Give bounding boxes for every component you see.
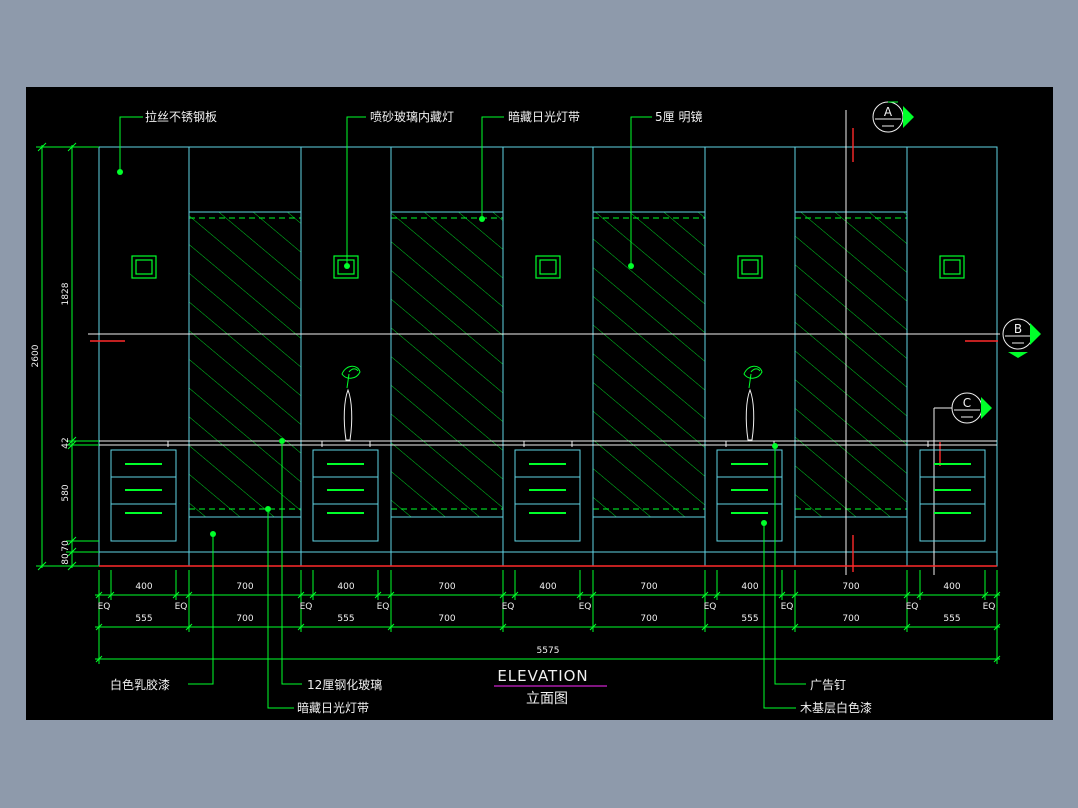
drawing-title: ELEVATION bbox=[497, 667, 588, 685]
dim-label: 400 bbox=[337, 582, 354, 592]
callout-wood-base-paint: 木基层白色漆 bbox=[800, 700, 872, 715]
callout-sandblast-glass: 喷砂玻璃内藏灯 bbox=[370, 110, 454, 124]
section-lines bbox=[88, 110, 1000, 575]
dim-eq: EQ bbox=[377, 602, 390, 612]
dim-label: 700 bbox=[236, 614, 253, 624]
vase-right bbox=[743, 365, 763, 441]
vertical-dim-labels: 2600 1828 42 580 70 80 bbox=[31, 282, 71, 564]
callout-leaders bbox=[119, 116, 806, 709]
dim-eq: EQ bbox=[98, 602, 111, 612]
cabinet bbox=[514, 449, 581, 542]
drawer-cabinets bbox=[110, 441, 986, 542]
dim-label: 555 bbox=[135, 614, 152, 624]
dim-eq: EQ bbox=[983, 602, 996, 612]
section-label-c: C bbox=[963, 396, 971, 410]
dim-total-width: 5575 bbox=[537, 646, 560, 656]
wall-outline bbox=[98, 146, 998, 567]
dim-upper-height: 1828 bbox=[61, 282, 71, 305]
callout-hidden-light-bottom: 暗藏日光灯带 bbox=[297, 700, 369, 715]
red-marks bbox=[90, 128, 998, 572]
dim-cabinet-height: 580 bbox=[61, 484, 71, 501]
callout-latex-paint: 白色乳胶漆 bbox=[110, 677, 170, 692]
dim-eq: EQ bbox=[906, 602, 919, 612]
elevation-drawing: 拉丝不锈钢板 喷砂玻璃内藏灯 暗藏日光灯带 5厘 明镜 白色乳胶漆 12厘钢化玻… bbox=[31, 101, 1041, 715]
glass-panel bbox=[391, 212, 503, 517]
recessed-lights bbox=[131, 255, 965, 279]
callout-labels: 拉丝不锈钢板 喷砂玻璃内藏灯 暗藏日光灯带 5厘 明镜 白色乳胶漆 12厘钢化玻… bbox=[110, 109, 872, 715]
cabinet bbox=[110, 449, 177, 542]
horizontal-dimensions bbox=[95, 570, 1001, 664]
glass-panel bbox=[795, 212, 907, 517]
section-label-b: B bbox=[1014, 322, 1022, 336]
section-marker-a[interactable]: A bbox=[872, 101, 914, 133]
dim-eq: EQ bbox=[704, 602, 717, 612]
dim-label: 700 bbox=[438, 582, 455, 592]
mirror-panel bbox=[593, 212, 705, 517]
callout-ad-nail: 广告钉 bbox=[810, 678, 846, 692]
dim-label: 555 bbox=[741, 614, 758, 624]
section-label-a: A bbox=[884, 105, 893, 119]
dim-total-height: 2600 bbox=[31, 344, 41, 367]
light-box bbox=[333, 255, 359, 279]
cabinet bbox=[919, 449, 986, 542]
cabinet bbox=[312, 449, 379, 542]
callout-tempered-glass: 12厘钢化玻璃 bbox=[307, 678, 382, 692]
dim-eq: EQ bbox=[300, 602, 313, 612]
dim-counter-height: 42 bbox=[61, 437, 71, 448]
dim-label: 400 bbox=[943, 582, 960, 592]
dim-row2-labels: 555 700 555 700 700 555 700 555 bbox=[135, 614, 960, 624]
dim-eq-labels: EQ EQ EQ EQ EQ EQ EQ EQ EQ EQ bbox=[98, 602, 996, 612]
dim-label: 400 bbox=[741, 582, 758, 592]
light-box bbox=[939, 255, 965, 279]
dim-label: 700 bbox=[842, 582, 859, 592]
drawing-subtitle: 立面图 bbox=[526, 691, 568, 707]
dim-label: 700 bbox=[640, 582, 657, 592]
cad-drawing-canvas[interactable]: 拉丝不锈钢板 喷砂玻璃内藏灯 暗藏日光灯带 5厘 明镜 白色乳胶漆 12厘钢化玻… bbox=[26, 87, 1053, 720]
callout-brushed-steel: 拉丝不锈钢板 bbox=[145, 109, 217, 124]
dim-label: 700 bbox=[640, 614, 657, 624]
light-box bbox=[535, 255, 561, 279]
dim-label: 400 bbox=[539, 582, 556, 592]
callout-mirror: 5厘 明镜 bbox=[655, 109, 702, 124]
dim-label: 400 bbox=[135, 582, 152, 592]
section-marker-b[interactable]: B bbox=[1002, 318, 1041, 358]
dim-label: 700 bbox=[236, 582, 253, 592]
dim-label: 555 bbox=[337, 614, 354, 624]
light-box bbox=[131, 255, 157, 279]
drawing-title-block: ELEVATION 立面图 bbox=[494, 667, 607, 707]
callout-dots bbox=[117, 169, 778, 537]
dim-eq: EQ bbox=[502, 602, 515, 612]
glass-panel bbox=[189, 212, 301, 517]
dim-label: 700 bbox=[438, 614, 455, 624]
dim-label: 700 bbox=[842, 614, 859, 624]
dim-label: 555 bbox=[943, 614, 960, 624]
dim-eq: EQ bbox=[175, 602, 188, 612]
dim-base-height: 80 bbox=[61, 553, 71, 565]
glass-panels bbox=[188, 211, 908, 518]
vase-left bbox=[341, 365, 361, 441]
vertical-dimensions bbox=[36, 142, 99, 571]
light-box bbox=[737, 255, 763, 279]
dim-eq: EQ bbox=[781, 602, 794, 612]
dim-gap-height: 70 bbox=[61, 540, 71, 552]
callout-hidden-light-top: 暗藏日光灯带 bbox=[508, 109, 580, 124]
section-marker-c[interactable]: C bbox=[934, 392, 992, 424]
dim-eq: EQ bbox=[579, 602, 592, 612]
dim-row1-labels: 400 700 400 700 400 700 400 700 400 bbox=[135, 582, 960, 592]
cabinet bbox=[716, 449, 783, 542]
